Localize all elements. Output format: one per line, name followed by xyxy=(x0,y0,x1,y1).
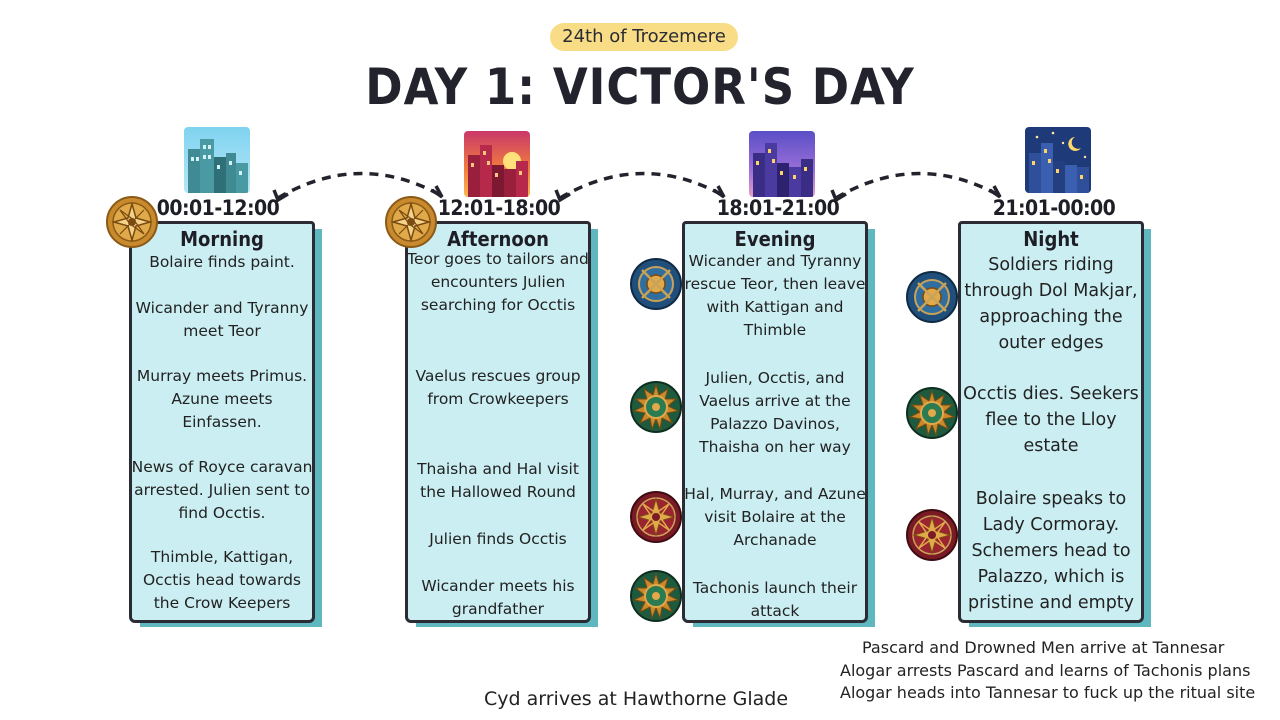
event-item: Bolaire finds paint. xyxy=(149,253,295,271)
event-item: Thimble, Kattigan, Occtis head towards t… xyxy=(142,548,301,612)
panel-title-afternoon: Afternoon xyxy=(447,227,549,251)
footnote-center: Cyd arrives at Hawthorne Glade xyxy=(484,688,789,710)
event-item: Wicander and Tyranny rescue Teor, then l… xyxy=(684,252,866,339)
red-star-token-icon xyxy=(630,491,682,543)
city-dusk-icon xyxy=(749,131,815,197)
gold-compass-token-icon xyxy=(106,196,158,248)
event-item: Tachonis launch their attack xyxy=(692,579,858,620)
time-label-night: 21:01-00:00 xyxy=(992,196,1116,220)
footnote-right-line: Alogar heads into Tannesar to fuck up th… xyxy=(840,683,1256,702)
city-night-icon xyxy=(1025,127,1091,193)
event-item: Julien, Occtis, and Vaelus arrive at the… xyxy=(699,369,851,456)
event-item: Soldiers riding through Dol Makjar, appr… xyxy=(964,255,1138,353)
city-sunset-icon xyxy=(464,131,530,197)
time-label-afternoon: 12:01-18:00 xyxy=(437,196,561,220)
event-item: Teor goes to tailors and encounters Juli… xyxy=(407,250,589,314)
event-item: News of Royce caravan arrested. Julien s… xyxy=(131,458,313,522)
green-sun-token-icon xyxy=(630,570,682,622)
event-item: Wicander and Tyranny meet Teor xyxy=(135,299,309,340)
date-badge: 24th of Trozemere xyxy=(550,23,738,51)
footnote-right-line: Pascard and Drowned Men arrive at Tannes… xyxy=(862,638,1225,657)
event-item: Murray meets Primus. Azune meets Einfass… xyxy=(136,367,308,431)
event-item: Hal, Murray, and Azune visit Bolaire at … xyxy=(684,485,866,549)
page-title: DAY 1: VICTOR'S DAY xyxy=(365,58,915,116)
panel-title-evening: Evening xyxy=(734,227,816,251)
time-label-evening: 18:01-21:00 xyxy=(716,196,840,220)
red-star-token-icon xyxy=(906,509,958,561)
arrow-evening-night xyxy=(830,171,1002,203)
city-daytime-icon xyxy=(184,127,250,193)
arrow-afternoon-evening xyxy=(554,171,726,203)
panel-title-morning: Morning xyxy=(180,227,264,251)
panel-afternoon: Afternoon Teor goes to tailors and encou… xyxy=(405,221,591,623)
gold-compass-token-icon xyxy=(385,196,437,248)
panel-morning: Morning Bolaire finds paint. Wicander an… xyxy=(129,221,315,623)
event-item: Vaelus rescues group from Crowkeepers xyxy=(415,367,581,408)
blue-shield-token-icon xyxy=(906,271,958,323)
green-sun-token-icon xyxy=(630,381,682,433)
footnote-right-line: Alogar arrests Pascard and learns of Tac… xyxy=(840,661,1251,680)
event-item: Wicander meets his grandfather xyxy=(421,577,575,618)
arrow-morning-afternoon xyxy=(272,171,444,203)
panel-night: Night Soldiers riding through Dol Makjar… xyxy=(958,221,1144,623)
event-item: Bolaire speaks to Lady Cormoray. Schemer… xyxy=(967,489,1135,613)
panel-evening: Evening Wicander and Tyranny rescue Teor… xyxy=(682,221,868,623)
blue-shield-token-icon xyxy=(630,258,682,310)
event-item: Occtis dies. Seekers flee to the Lloy es… xyxy=(963,384,1139,456)
time-label-morning: 00:01-12:00 xyxy=(156,196,280,220)
event-item: Julien finds Occtis xyxy=(429,530,567,548)
panel-title-night: Night xyxy=(1023,227,1079,251)
green-sun-token-icon xyxy=(906,387,958,439)
event-item: Thaisha and Hal visit the Hallowed Round xyxy=(417,460,579,501)
